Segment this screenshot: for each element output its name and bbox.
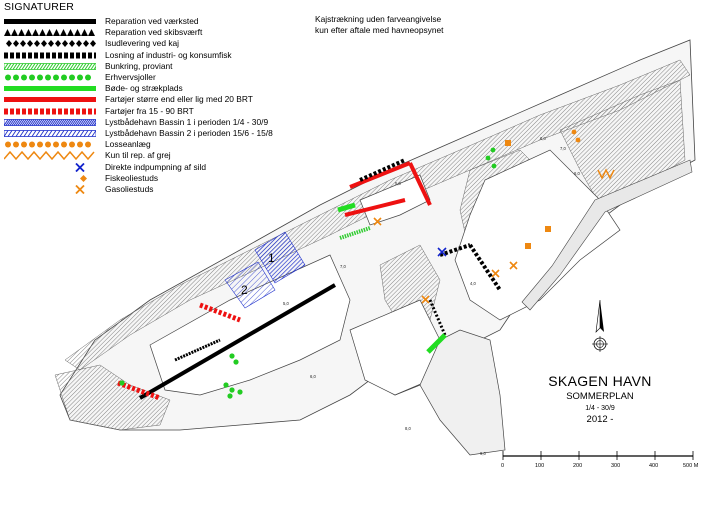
quay-unloading-dashed-3 <box>468 243 502 292</box>
legend-label-14: Fiskeoliestuds <box>105 172 159 183</box>
legend-label-12: Kun til rep. af grej <box>105 150 171 161</box>
note-line-2: kun efter aftale med havneopsynet <box>315 25 444 35</box>
legend-label-0: Reparation ved værksted <box>105 16 199 26</box>
svg-text:9,0: 9,0 <box>480 451 486 456</box>
quay-repair-workshop <box>138 283 337 400</box>
svg-text:7,0: 7,0 <box>560 146 566 151</box>
herring-intake <box>437 247 447 257</box>
svg-text:8,0: 8,0 <box>405 426 411 431</box>
svg-text:5,0: 5,0 <box>283 301 289 306</box>
legend-symbol-7 <box>4 95 96 104</box>
svg-text:4,0: 4,0 <box>470 281 476 286</box>
legend-symbol-2 <box>4 39 96 48</box>
quay-red-dashed-2 <box>199 302 241 323</box>
legend-label-8: Fartøjer fra 15 - 90 BRT <box>105 105 194 116</box>
legend-symbol-10 <box>4 129 96 138</box>
quay-triangles <box>174 338 221 362</box>
east-mole <box>521 159 693 311</box>
basin-2-marina <box>224 261 276 309</box>
legend-symbol-12 <box>4 151 96 161</box>
unloading-dots <box>571 129 581 143</box>
basin-mid <box>359 174 431 226</box>
legend-symbol-1 <box>4 28 96 37</box>
legend-symbol-6 <box>4 84 96 93</box>
legend-symbol-8 <box>4 107 96 116</box>
gas-oil-points <box>373 217 518 304</box>
southwest-buildings <box>54 364 171 431</box>
basin-2-label: 2 <box>241 283 248 297</box>
scale-bar <box>502 451 694 460</box>
map-period: 1/4 - 30/9 <box>585 405 615 412</box>
legend-symbol-13 <box>4 162 96 172</box>
quay-bunkering <box>339 226 371 240</box>
quay-red-dashed <box>117 380 161 401</box>
basin-east <box>454 149 621 321</box>
dinghy-dots <box>119 147 497 399</box>
map-year: 2012 - <box>586 414 614 425</box>
legend-label-2: Isudlevering ved kaj <box>105 38 180 49</box>
quay-red-solid-3 <box>344 198 406 217</box>
quay-net-area-2 <box>337 202 356 213</box>
legend-symbol-15 <box>4 185 96 194</box>
svg-text:6,0: 6,0 <box>310 374 316 379</box>
title-block: SKAGEN HAVN SOMMERPLAN 1/4 - 30/9 2012 - <box>520 373 680 425</box>
quay-red-solid <box>349 161 411 189</box>
legend-label-9: Lystbådehavn Bassin 1 i perioden 1/4 - 3… <box>105 116 269 127</box>
quay-unloading-dashed-2 <box>439 243 471 257</box>
legend-label-15: Gasoliestuds <box>105 184 154 194</box>
legend-symbol-3 <box>4 51 96 60</box>
note-line-1: Kajstrækning uden farveangivelse <box>315 14 442 24</box>
map-title: SKAGEN HAVN <box>548 373 652 389</box>
legend-label-5: Erhvervsjoller <box>105 72 156 82</box>
legend-label-3: Losning af industri- og konsumfisk <box>105 49 232 60</box>
legend-symbol-4 <box>4 62 96 71</box>
scale-tick-100: 100 <box>535 463 545 469</box>
svg-text:6,0: 6,0 <box>540 136 546 141</box>
quay-unloading-dashed <box>359 158 406 182</box>
scale-tick-300: 300 <box>611 463 621 469</box>
svg-text:6,0: 6,0 <box>574 171 580 176</box>
depth-labels: 7,0 6,0 5,0 4,0 8,0 6,0 9,0 7,0 5,0 6,0 <box>283 136 580 456</box>
legend-symbol-11 <box>4 140 96 149</box>
quay-red-solid-2 <box>408 162 432 206</box>
scale-tick-0: 0 <box>501 463 505 469</box>
svg-text:5,0: 5,0 <box>395 181 401 186</box>
quay-net-area <box>426 333 447 354</box>
legend-symbol-14 <box>4 174 96 183</box>
legend-label-13: Direkte indpumpning af sild <box>105 161 207 172</box>
fish-oil-points <box>505 140 551 249</box>
map-note: Kajstrækning uden farveangivelse kun eft… <box>315 14 444 36</box>
legend-symbol-0 <box>4 17 96 26</box>
scale-tick-200: 200 <box>573 463 583 469</box>
legend-title: SIGNATURER <box>4 1 75 13</box>
basin-1-label: 1 <box>268 251 275 265</box>
map-subtitle: SOMMERPLAN <box>566 391 634 402</box>
scale-tick-400: 400 <box>649 463 659 469</box>
legend-symbol-5 <box>4 73 96 82</box>
north-arrow <box>592 299 608 352</box>
basin-1-marina <box>254 231 306 284</box>
legend-label-1: Reparation ved skibsværft <box>105 27 203 38</box>
legend-label-4: Bunkring, proviant <box>105 60 173 71</box>
legend-label-10: Lystbådehavn Bassin 2 i perioden 15/6 - … <box>105 128 273 138</box>
legend-label-6: Bøde- og strækplads <box>105 83 183 94</box>
gear-repair-zigzag <box>597 168 615 180</box>
north-buildings <box>64 59 691 371</box>
svg-text:7,0: 7,0 <box>340 264 346 269</box>
legend-symbol-9 <box>4 118 96 127</box>
legend-label-11: Losseanlæg <box>105 139 151 150</box>
legend-label-7: Fartøjer større end eller lig med 20 BRT <box>105 94 253 105</box>
scale-tick-500: 500 M <box>683 463 699 469</box>
